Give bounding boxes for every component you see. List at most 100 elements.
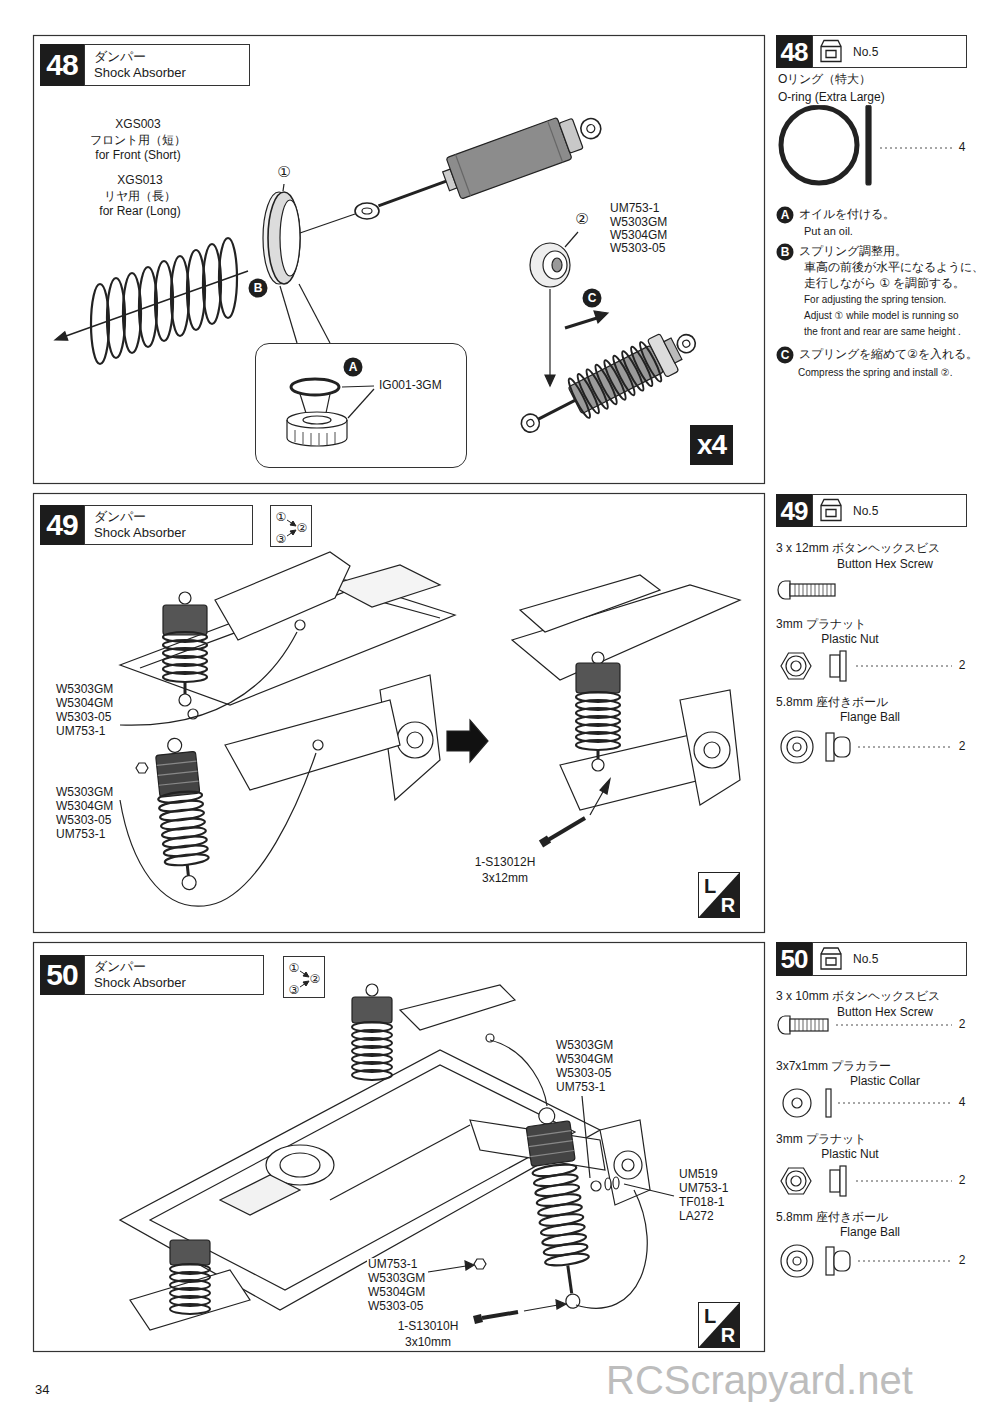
o-ring-detail [326, 394, 330, 413]
chassis-before [120, 632, 297, 725]
part-number: LA272 [678, 1210, 715, 1224]
parts-list-50 [787, 1251, 807, 1271]
chassis-after [592, 759, 604, 771]
o-ring-part [866, 105, 871, 185]
step-number: 50 [776, 942, 812, 976]
callout-letter-text: C [588, 292, 597, 304]
chassis-rear [120, 1050, 600, 1310]
part-number: XGS003 [114, 118, 161, 132]
shock-body [455, 154, 470, 195]
instruction-note: Put an oil. [803, 225, 854, 238]
page-number: 34 [34, 1383, 50, 1398]
step-title-text: ダンパー [94, 959, 146, 975]
order-icon [290, 530, 296, 535]
chassis-after [694, 732, 730, 768]
step-number-text: 49 [46, 510, 77, 540]
chassis-after [704, 742, 720, 758]
instruction-note: スプリングを縮めて②を入れる。 [798, 348, 979, 362]
step-title: ダンパーShock Absorber [84, 44, 250, 86]
assembled-shock [568, 345, 664, 413]
parts-list-49 [790, 584, 835, 596]
shock-body [446, 117, 572, 199]
chassis-before [179, 592, 191, 604]
chassis-after [512, 575, 740, 844]
spring-adjuster [280, 200, 300, 276]
chassis-rear [524, 1305, 558, 1311]
quantity: 2 [958, 740, 967, 754]
chassis-after [576, 692, 620, 750]
shock-body [559, 118, 583, 153]
spring-retainer [530, 232, 608, 386]
parts-list-49 [840, 651, 846, 681]
callout-letter [777, 244, 794, 261]
part-number: 1-S13010H [397, 1320, 460, 1334]
spring-retainer [530, 243, 570, 287]
callout-letter [777, 207, 794, 224]
o-ring-part [781, 107, 857, 183]
o-ring-detail [303, 416, 331, 424]
parts-list-49 [830, 655, 840, 677]
instruction-note: スプリング調整用。 [798, 245, 908, 259]
side-icon: LR [698, 872, 740, 918]
chassis-after [592, 652, 604, 664]
chassis-after [600, 779, 610, 794]
part-description: for Rear (Long) [98, 205, 181, 219]
chassis-rear [591, 1181, 601, 1191]
instruction-note: 走行しながら ① を調節する。 [803, 277, 966, 291]
part-description: for Front (Short) [94, 149, 181, 163]
illustration [34, 36, 953, 1352]
chassis-before [136, 763, 148, 773]
parts-list-50 [792, 1098, 802, 1108]
chassis-before [157, 761, 199, 785]
instruction-note: 車高の前後が水平になるように、 [803, 261, 985, 275]
spring-adjuster [268, 192, 300, 284]
part-description: リヤ用（長） [103, 190, 177, 204]
o-ring-detail [348, 389, 374, 418]
step-title-text: ダンパー [94, 49, 146, 65]
parts-list-49 [834, 737, 850, 757]
order-icon-text: ① [289, 962, 300, 974]
o-ring-detail [342, 386, 374, 387]
chassis-rear [544, 1252, 589, 1268]
part-number: W5304GM [367, 1286, 426, 1300]
part-number: UM753-1 [367, 1258, 418, 1272]
parts-list-50 [781, 1168, 811, 1194]
chassis-before [163, 605, 207, 635]
chassis-before [158, 790, 209, 867]
parts-list-49 [787, 737, 807, 757]
parts-list-49 [786, 656, 806, 676]
bag-icon [821, 948, 841, 969]
parts-list-50 [793, 1257, 801, 1265]
chassis-rear [474, 1318, 482, 1320]
step-number: 48 [776, 35, 812, 68]
part-description: Button Hex Screw [836, 1006, 934, 1020]
part-number: W5303-05 [555, 1067, 612, 1081]
chassis-rear [556, 1300, 566, 1309]
callout-letter-text: A [349, 361, 358, 373]
order-icon-text: ③ [289, 984, 300, 996]
step-number: 50 [40, 955, 84, 995]
chassis-before [120, 753, 316, 906]
chassis-rear [490, 1040, 547, 1106]
detail-inset: IG001-3GMA [255, 343, 467, 468]
step-title: ダンパーShock Absorber [84, 955, 264, 995]
step-frame [34, 36, 765, 484]
chassis-rear [120, 984, 674, 1330]
chassis-before [295, 620, 305, 630]
shock-exploded-view [299, 284, 330, 343]
parts-bag-text: No.5 [853, 952, 878, 966]
step-number: 49 [40, 505, 84, 545]
step-title-text: Shock Absorber [94, 525, 186, 541]
chassis-rear [170, 1304, 210, 1314]
parts-list-49 [793, 743, 801, 751]
chassis-before [167, 738, 182, 753]
part-description: Button Hex Screw [836, 558, 934, 572]
callout-letter: C [582, 288, 602, 308]
chassis-before [179, 694, 191, 706]
parts-bag: No.5 [812, 35, 967, 68]
parts-bag: No.5 [812, 494, 967, 527]
instruction-note: Compress the spring and install ②. [797, 367, 954, 379]
chassis-after [541, 839, 549, 844]
chassis-rear [170, 1240, 210, 1265]
part-number: W5304GM [55, 697, 114, 711]
